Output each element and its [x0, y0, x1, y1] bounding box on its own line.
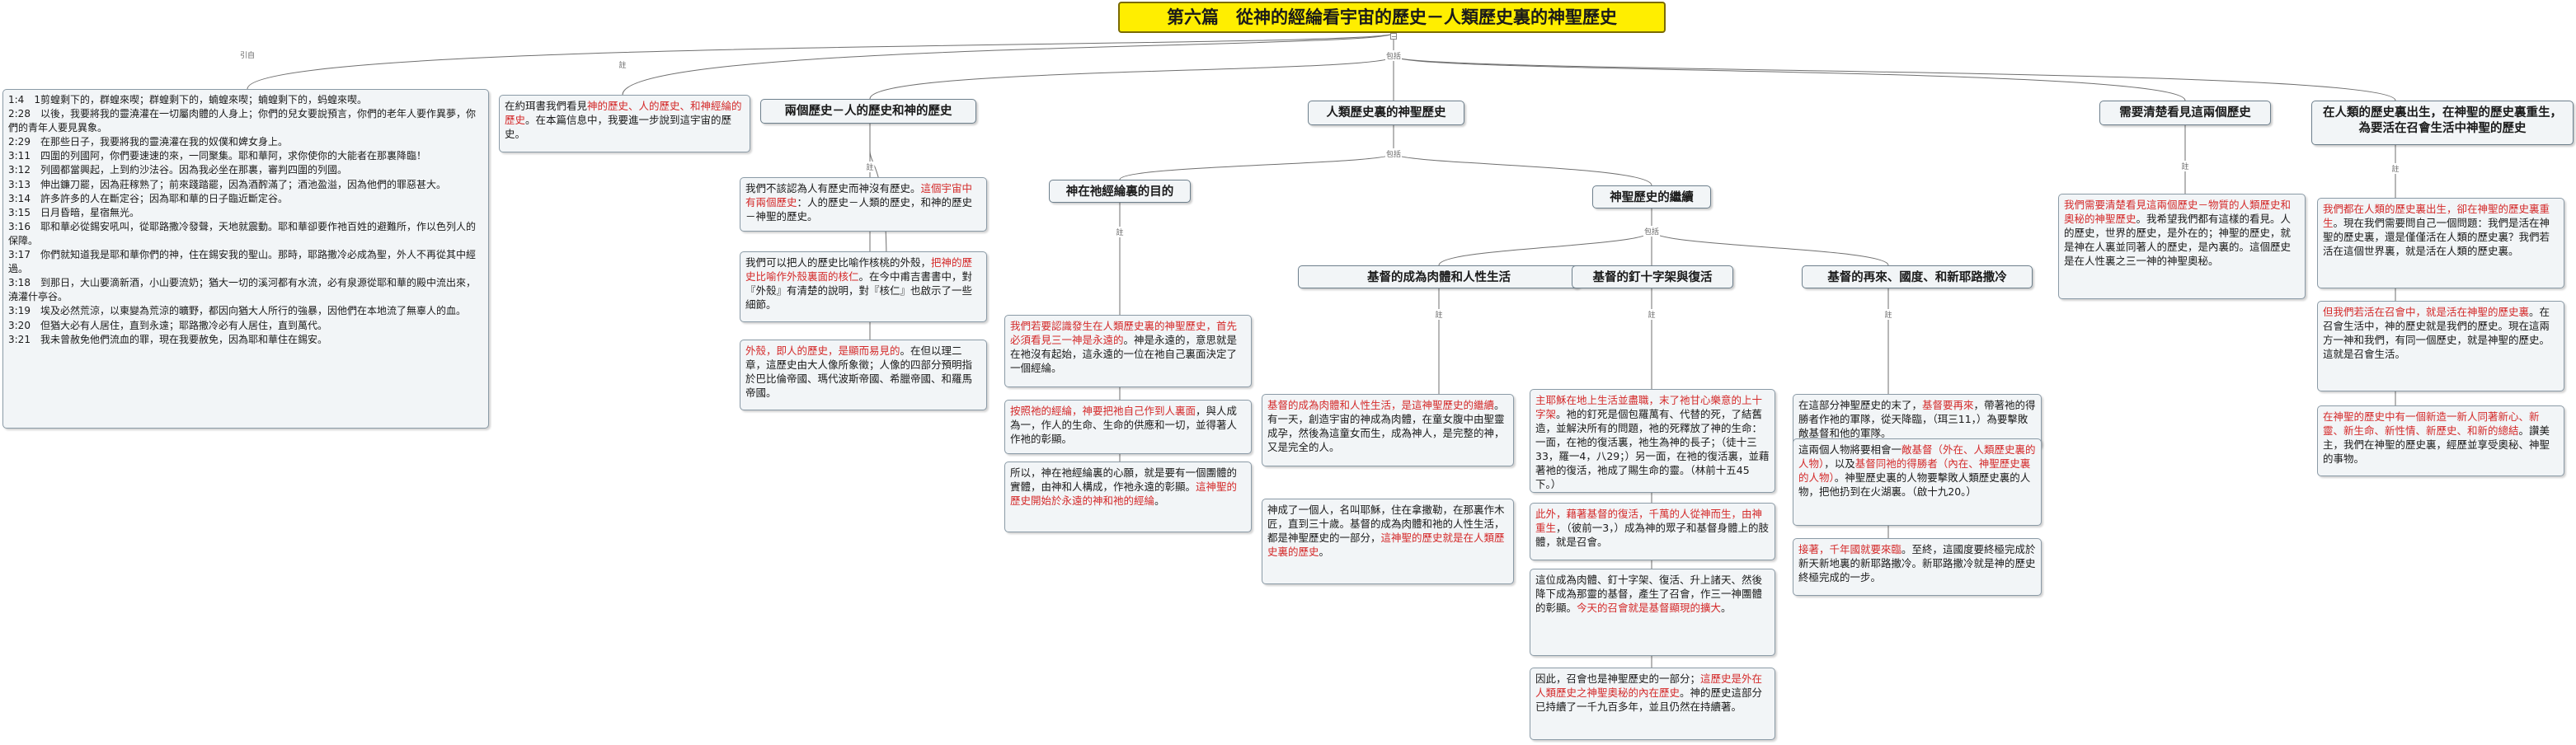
scripture-verses[interactable]: 1:4 1剪蝗剩下的，群蝗來喫；群蝗剩下的，蝻蝗來喫；蝻蝗剩下的，蚂蝗來喫。 2…: [2, 89, 489, 429]
header-purpose[interactable]: 神在祂經綸裏的目的: [1049, 180, 1191, 203]
label-note: 註: [1115, 227, 1125, 237]
note-cross-3[interactable]: 這位成為肉體、釘十字架、復活、升上諸天、然後降下成為那靈的基督，產生了召會，作三…: [1530, 569, 1775, 656]
verse: 3:15 日月昏暗，星宿無光。: [8, 206, 139, 218]
note-two-histories-2[interactable]: 我們可以把人的歷史比喻作核桃的外殼，把神的歷史比喻作外殼裏面的核仁。在今中甫吉書…: [740, 251, 987, 322]
intro-note[interactable]: 在約珥書我們看見神的歷史、人的歷史、和神經綸的歷史。在本篇信息中，我要進一步說到…: [499, 95, 750, 152]
collapse-toggle-icon[interactable]: −: [1390, 33, 1397, 40]
verse: 1:4 1剪蝗剩下的，群蝗來喫；群蝗剩下的，蝻蝗來喫；蝻蝗剩下的，蚂蝗來喫。: [8, 94, 367, 105]
label-note: 註: [865, 162, 875, 172]
verse: 3:13 伸出鐮刀罷，因為莊稼熟了；前來踐踏罷，因為酒醡滿了；酒池盈溢，因為他們…: [8, 178, 446, 190]
header-coming[interactable]: 基督的再來、國度、和新耶路撒冷: [1802, 265, 2033, 288]
verse: 3:14 許多許多的人在斷定谷；因為耶和華的日子臨近斷定谷。: [8, 192, 288, 204]
label-note: 註: [618, 59, 628, 70]
note-two-histories-3[interactable]: 外殼，即人的歷史，是顯而易見的。在但以理二章，這歷史由大人像所象徵；人像的四部分…: [740, 340, 987, 410]
note-two-histories-1[interactable]: 我們不該認為人有歷史而神沒有歷史。這個宇宙中有兩個歷史：人的歷史－人類的歷史，和…: [740, 177, 987, 232]
label-content: 包括: [1384, 148, 1403, 159]
root-title[interactable]: 第六篇 從神的經綸看宇宙的歷史－人類歷史裏的神聖歷史: [1118, 2, 1666, 33]
note-living-in-1[interactable]: 我們都在人類的歷史裏出生，卻在神聖的歷史裏重生。現在我們需要問自己一個問題：我們…: [2317, 198, 2564, 288]
verse: 3:11 四圍的列國阿，你們要速速的來，一同聚集。耶和華阿，求你使你的大能者在那…: [8, 150, 426, 162]
verse: 3:18 到那日，大山要滴新酒，小山要流奶；猶大一切的溪河都有水流，必有泉源從耶…: [8, 277, 476, 303]
note-need-see[interactable]: 我們需要清楚看見這兩個歷史－物質的人類歷史和奧秘的神聖歷史。我希望我們都有這樣的…: [2058, 194, 2306, 299]
note-purpose-2[interactable]: 按照祂的經綸，神要把祂自己作到人裏面，與人成為一，作人的生命、生命的供應和一切，…: [1004, 400, 1252, 454]
header-incarnation[interactable]: 基督的成為肉體和人性生活: [1298, 265, 1580, 288]
verse: 3:21 我未曾赦免他們流血的罪，現在我要赦免，因為耶和華住在錫安。: [8, 333, 327, 345]
note-living-in-3[interactable]: 在神聖的歷史中有一個新造一新人同著新心、新靈、新生命、新性情、新歷史、和新的總結…: [2317, 405, 2564, 476]
label-note: 註: [1434, 309, 1444, 320]
label-citation: 引自: [238, 49, 256, 60]
note-cross-1[interactable]: 主耶穌在地上生活並盡職，末了祂甘心樂意的上十字架。祂的釘死是個包羅萬有、代替的死…: [1530, 389, 1775, 493]
verse: 3:20 但猶大必有人居住，直到永遠；耶路撒冷必有人居住，直到萬代。: [8, 319, 327, 331]
label-note: 註: [2180, 161, 2190, 171]
label-note: 註: [2390, 163, 2400, 174]
verse: 3:19 埃及必然荒涼，以東變為荒涼的曠野，都因向猶大人所行的強暴，因他們在本地…: [8, 305, 466, 317]
note-coming-3[interactable]: 接著，千年國就要來臨。至終，這國度要終極完成於新天新地裏的新耶路撒冷。新耶路撒冷…: [1793, 538, 2042, 596]
note-incarnation-1[interactable]: 基督的成為肉體和人性生活，是這神聖歷史的繼續。有一天，創造宇宙的神成為肉體，在童…: [1262, 394, 1514, 466]
verse: 3:12 列國都當興起，上到約沙法谷。因為我必坐在那裏，審判四圍的列國。: [8, 164, 347, 176]
label-content: 包括: [1384, 50, 1403, 61]
note-coming-2[interactable]: 這兩個人物將要相會一敵基督（外在、人類歷史裏的人物），以及基督同祂的得勝者（內在…: [1793, 438, 2042, 526]
note-purpose-3[interactable]: 所以，神在祂經綸裏的心願，就是要有一個團體的實體，由神和人構成，作祂永遠的彰顯。…: [1004, 462, 1252, 532]
note-living-in-2[interactable]: 但我們若活在召會中，就是活在神聖的歷史裏。在召會生活中，神的歷史就是我們的歷史。…: [2317, 301, 2564, 391]
header-cross[interactable]: 基督的釘十字架與復活: [1572, 265, 1733, 288]
verse: 3:16 耶和華必從錫安吼叫，從耶路撒冷發聲，天地就震動。耶和華卻要作祂百姓的避…: [8, 220, 476, 246]
label-note: 註: [1647, 309, 1657, 320]
header-two-histories[interactable]: 兩個歷史－人的歷史和神的歷史: [760, 99, 976, 124]
header-line[interactable]: 神聖歷史的繼續: [1592, 185, 1711, 209]
verse: 2:28 以後，我要將我的靈澆灌在一切屬肉體的人身上；你們的兒女要說預言，你們的…: [8, 108, 476, 134]
verse: 2:29 在那些日子，我要將我的靈澆灌在我的奴僕和婢女身上。: [8, 136, 288, 148]
label-content: 包括: [1643, 226, 1661, 237]
header-divine-history[interactable]: 人類歷史裏的神聖歷史: [1308, 101, 1464, 125]
note-cross-4[interactable]: 因此，召會也是神聖歷史的一部分；這歷史是外在人類歷史之神聖奧秘的內在歷史。神的歷…: [1530, 668, 1775, 740]
note-incarnation-2[interactable]: 神成了一個人，名叫耶穌，住在拿撒勒，在那裏作木匠，直到三十歲。基督的成為肉體和祂…: [1262, 499, 1514, 584]
header-living-in[interactable]: 在人類的歷史裏出生，在神聖的歷史裏重生，為要活在召會生活中神聖的歷史: [2311, 101, 2574, 145]
header-need-see[interactable]: 需要清楚看見這兩個歷史: [2099, 101, 2271, 125]
note-cross-2[interactable]: 此外，藉著基督的復活，千萬的人從神而生，由神重生，（彼前一3，）成為神的眾子和基…: [1530, 503, 1775, 560]
note-purpose-1[interactable]: 我們若要認識發生在人類歷史裏的神聖歷史，首先必須看見三一神是永遠的。神是永遠的，…: [1004, 315, 1252, 387]
verse: 3:17 你們就知道我是耶和華你們的神，住在錫安我的聖山。那時，耶路撒冷必成為聖…: [8, 249, 476, 275]
label-note: 註: [1883, 309, 1893, 320]
